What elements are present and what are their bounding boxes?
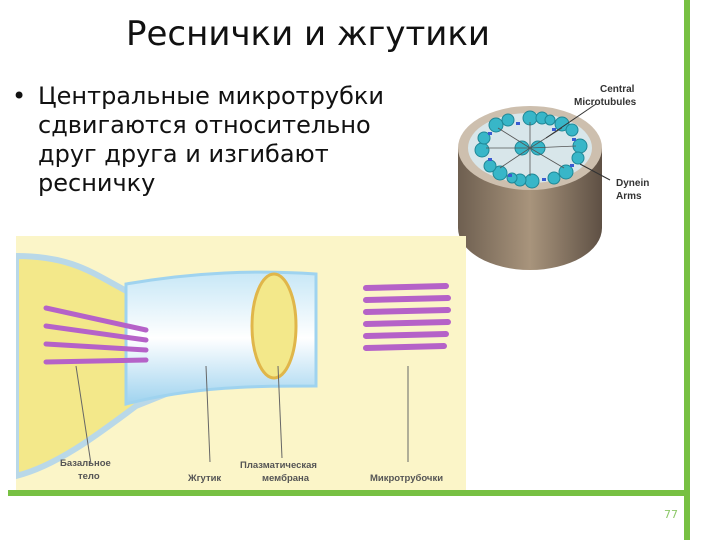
microtubules-label: Микротрубочки [370, 473, 443, 484]
membrane-label-line1: Плазматическая [240, 460, 317, 471]
slide-title: Реснички и жгутики [126, 14, 490, 54]
dynein-label-line2: Arms [616, 191, 642, 202]
basal-body-label-line2: тело [78, 471, 100, 482]
page-number: 77 [664, 508, 678, 521]
dynein-label-line1: Dynein [616, 178, 649, 189]
green-vertical-rule [684, 0, 690, 540]
cilium-figure: Базальное тело Жгутик Плазматическая мем… [16, 236, 466, 490]
basal-body-label-line1: Базальное [60, 458, 111, 469]
flagellum-label: Жгутик [187, 473, 221, 484]
bullet-text: Центральные микротрубки сдвигаются относ… [38, 82, 438, 198]
bullet-symbol: • [12, 82, 26, 111]
axoneme-figure: Central Microtubules Dynein Arms [450, 78, 680, 278]
membrane-label-line2: мембрана [262, 473, 310, 484]
green-horizontal-rule [8, 490, 690, 496]
central-label-line2: Microtubules [574, 97, 637, 108]
membrane-cross-section [252, 274, 296, 378]
central-label-line1: Central [600, 84, 635, 95]
